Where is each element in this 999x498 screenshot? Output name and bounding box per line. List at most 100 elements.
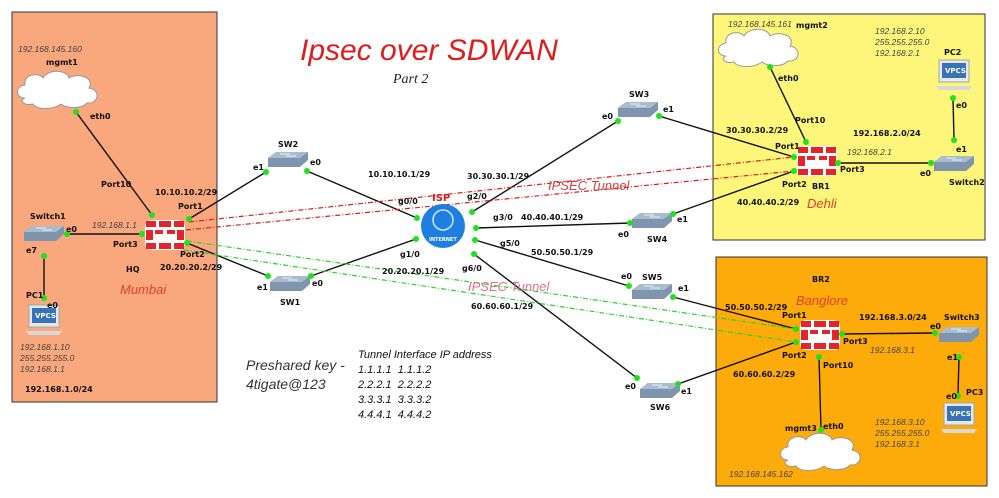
tunnel-ip-row: 3.3.3.1 3.3.3.2 <box>358 394 431 406</box>
hq-port2-ip: 20.20.20.2/29 <box>160 263 223 272</box>
sw3-label: SW3 <box>629 90 649 99</box>
switch1-icon[interactable] <box>23 225 65 242</box>
pc1-label: PC1 <box>26 291 44 300</box>
sw2-icon[interactable] <box>267 151 309 168</box>
switch1-label: Switch1 <box>30 212 66 221</box>
pc3-e0-label: e0 <box>946 392 957 401</box>
isp-g6-label: g6/0 <box>462 264 482 273</box>
hq-mgmt-ip: 192.168.145.160 <box>18 44 82 54</box>
sw6-icon[interactable] <box>639 382 681 399</box>
pc2-gw: 192.168.2.1 <box>875 48 920 58</box>
br1-port2-ip: 40.40.40.2/29 <box>737 198 800 207</box>
hq-mgmt-label: mgmt1 <box>46 58 78 67</box>
isp-g6-ip: 60.60.60.1/29 <box>471 302 534 311</box>
hq-lan-subnet: 192.168.1.0/24 <box>25 385 93 394</box>
tunnel-red-1 <box>188 156 795 223</box>
br1-port1-ip: 30.30.30.2/29 <box>726 126 789 135</box>
br1-mgmt-label: mgmt2 <box>796 21 828 30</box>
br2-lan-gw: 192.168.3.1 <box>870 345 915 355</box>
hq-site-name: Mumbai <box>120 282 167 297</box>
br1-eth0-label: eth0 <box>778 74 799 83</box>
br1-lan-subnet: 192.168.2.0/24 <box>853 129 921 138</box>
sw2-e1-label: e1 <box>253 163 264 172</box>
isp-g2-label: g2/0 <box>467 192 487 201</box>
sw6-e0-label: e0 <box>625 382 636 391</box>
sw4-icon[interactable] <box>631 212 673 229</box>
tunnel-green-2 <box>183 249 797 343</box>
br2-port2-ip: 60.60.60.2/29 <box>733 370 796 379</box>
br1-port10-label: Port10 <box>795 116 826 125</box>
hq-eth0-label: eth0 <box>90 112 111 121</box>
links <box>43 66 960 431</box>
ipsec-tunnels <box>183 156 797 343</box>
sw1-icon[interactable] <box>269 275 311 292</box>
tunnel-ip-row: 2.2.2.1 2.2.2.2 <box>357 379 431 391</box>
isp-router-icon[interactable]: INTERNET <box>421 204 465 248</box>
switch3-label: Switch3 <box>944 313 980 322</box>
br2-eth0-label: eth0 <box>823 422 844 431</box>
port-dots <box>41 64 962 433</box>
sw3-icon[interactable] <box>617 101 659 118</box>
isp-g0-ip: 10.10.10.1/29 <box>368 170 431 179</box>
switch2-e1-label: e1 <box>956 145 967 154</box>
sw3-e0-label: e0 <box>602 112 613 121</box>
mgmt2-cloud-icon[interactable] <box>718 28 799 67</box>
br1-firewall-icon[interactable] <box>797 146 837 176</box>
hq-port3-label: Port3 <box>113 240 138 249</box>
isp-g0-label: g0/0 <box>398 197 418 206</box>
sw6-e1-label: e1 <box>681 387 692 396</box>
isp-g3-label: g3/0 <box>493 213 513 222</box>
hq-firewall-icon[interactable] <box>145 220 185 250</box>
pc2-label: PC2 <box>944 48 961 57</box>
pc3-badge: VPCS <box>950 410 971 418</box>
sw4-e1-label: e1 <box>677 215 688 224</box>
switch1-e0-label: e0 <box>66 225 77 234</box>
sw3-e1-label: e1 <box>663 105 674 114</box>
tunnel-label-red: IPSEC Tunnel <box>548 178 631 193</box>
isp-g2-ip: 30.30.30.1/29 <box>467 172 530 181</box>
isp-g1-label: g1/0 <box>400 250 420 259</box>
tunnel-red-2 <box>185 170 795 231</box>
mgmt1-cloud-icon[interactable] <box>17 70 98 109</box>
tunnel-ip-row: 4.4.4.1 4.4.4.2 <box>358 409 431 421</box>
hq-port2-label: Port2 <box>180 250 205 259</box>
hq-name: HQ <box>126 265 140 274</box>
sw5-label: SW5 <box>642 273 663 282</box>
pc2-ip: 192.168.2.10 <box>875 26 925 36</box>
br2-port2-label: Port2 <box>782 351 807 360</box>
sw1-e0-label: e0 <box>312 279 323 288</box>
br2-lan-subnet: 192.168.3.0/24 <box>859 313 927 322</box>
switch2-icon[interactable] <box>933 155 975 172</box>
hq-lan-gw: 192.168.1.1 <box>92 220 137 230</box>
switch3-icon[interactable] <box>938 326 980 343</box>
sw1-label: SW1 <box>280 298 301 307</box>
sw6-label: SW6 <box>650 403 671 412</box>
sw2-label: SW2 <box>278 140 298 149</box>
pc1-badge: VPCS <box>35 312 56 320</box>
tunnel-label-green: IPSEC Tunnel <box>468 279 551 294</box>
tunnel-ip-row: 1.1.1.1 1.1.1.2 <box>358 364 431 376</box>
br2-mgmt-ip: 192.168.145.162 <box>729 469 793 479</box>
br2-mgmt-label: mgmt3 <box>785 424 817 433</box>
br2-firewall-icon[interactable] <box>800 320 840 350</box>
pc3-gw: 192.168.3.1 <box>875 439 920 449</box>
switch3-e1-label: e1 <box>947 353 958 362</box>
diagram-title: Ipsec over SDWAN <box>300 34 558 67</box>
psk-line2: 4tigate@123 <box>246 376 326 392</box>
mgmt3-cloud-icon[interactable] <box>780 432 861 471</box>
pc3-ip: 192.168.3.10 <box>875 417 925 427</box>
switch1-e7-label: e7 <box>26 246 37 255</box>
pc1-e0-label: e0 <box>47 301 58 310</box>
br2-port1-ip: 50.50.50.2/29 <box>725 303 788 312</box>
pc2-badge: VPCS <box>945 67 966 75</box>
isp-g3-ip: 40.40.40.1/29 <box>521 213 584 222</box>
pc2-e0-label: e0 <box>956 101 967 110</box>
br1-name: BR1 <box>812 182 830 191</box>
switch2-label: Switch2 <box>949 178 985 187</box>
hq-port10-label: Port10 <box>101 180 132 189</box>
sw2-e0-label: e0 <box>310 158 321 167</box>
sw5-icon[interactable] <box>631 283 673 300</box>
br2-site-name: Banglore <box>796 293 848 308</box>
br2-port1-label: Port1 <box>782 311 807 320</box>
